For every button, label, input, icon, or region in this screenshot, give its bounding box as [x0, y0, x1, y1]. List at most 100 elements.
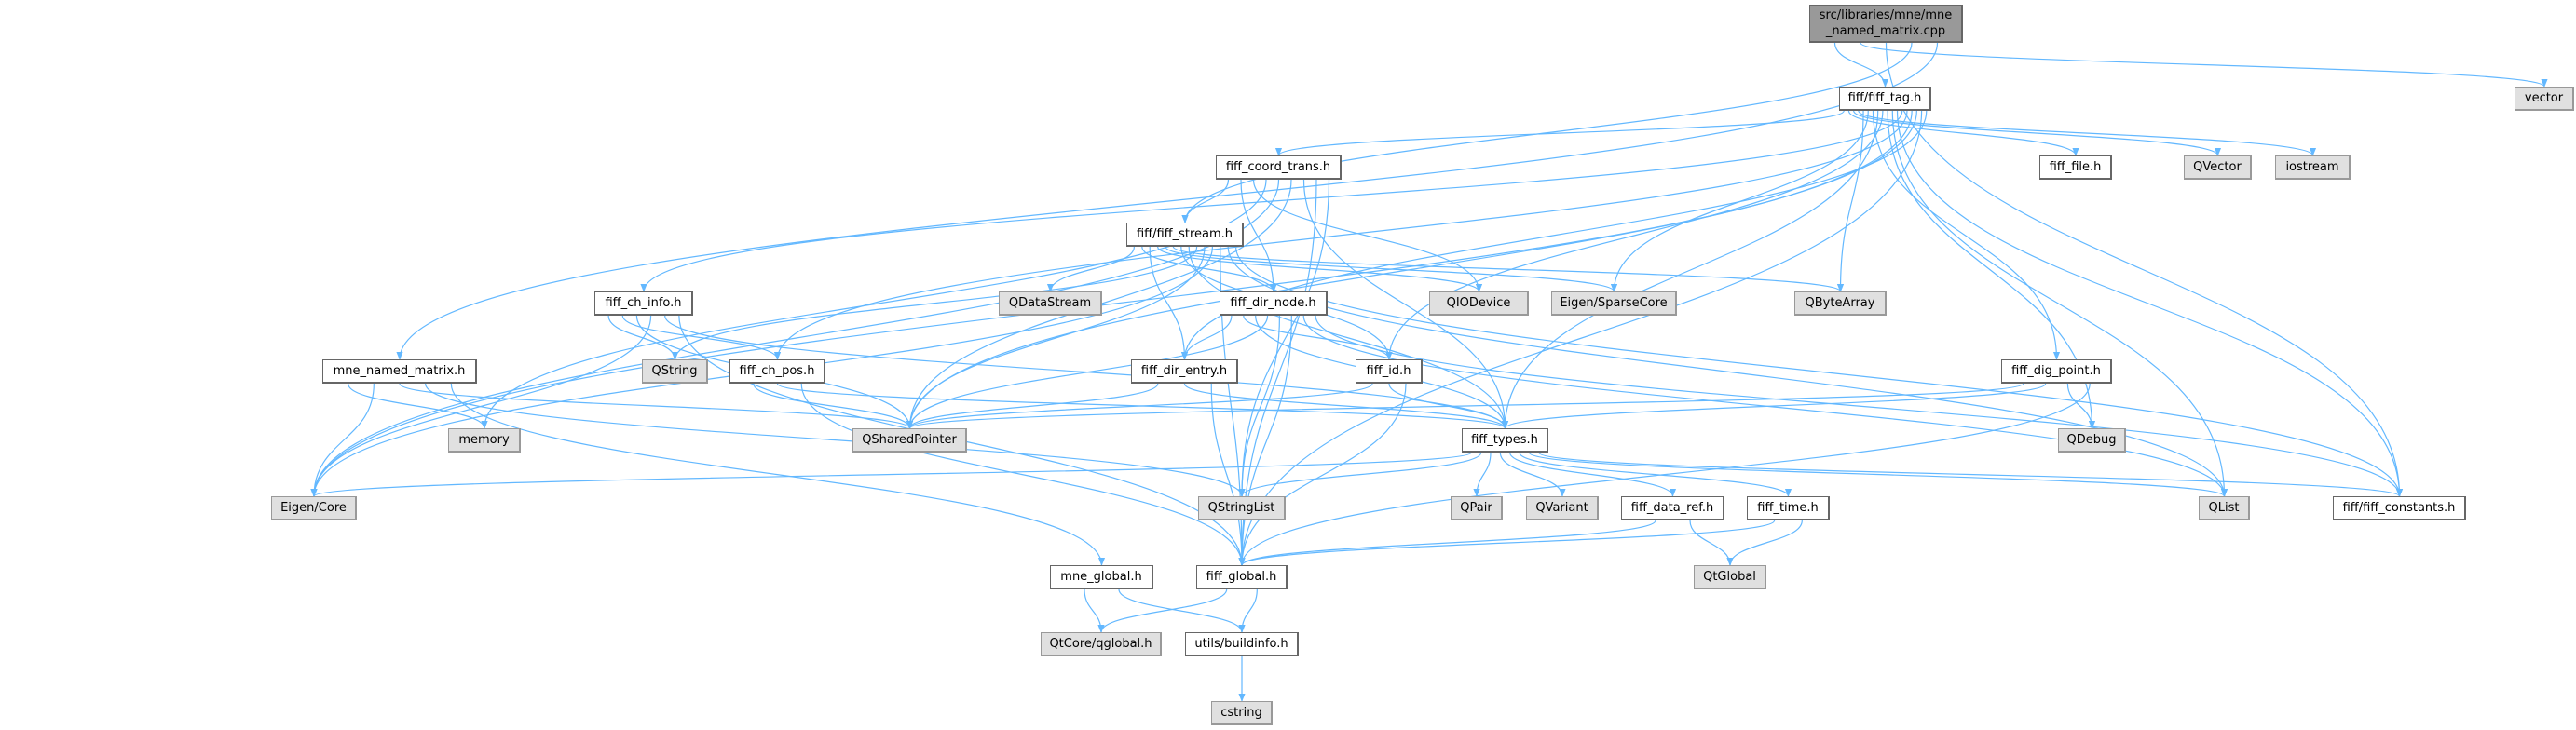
- edge-mne-named-matrix-to-eigen-core: [310, 383, 375, 497]
- edge-fiff-dig-point-to-fiff-global: [1238, 383, 2091, 566]
- edge-fiff-stream-to-qiodevice: [1157, 246, 1482, 292]
- node-label: utils/buildinfo.h: [1194, 637, 1288, 651]
- edge-fiff-ch-info-to-fiff-ch-pos: [621, 315, 782, 360]
- node-fiff-dir-entry[interactable]: fiff_dir_entry.h: [1131, 359, 1238, 384]
- edge-mne-named-matrix-to-mne-global: [450, 383, 1106, 566]
- node-cstring: cstring: [1211, 701, 1273, 725]
- node-label: _named_matrix.cpp: [1825, 24, 1946, 38]
- node-qiodevice: QIODevice: [1429, 291, 1529, 316]
- edge-root-to-vector: [1860, 42, 2548, 88]
- edge-fiff-dir-node-to-fiff-constants: [1315, 315, 2404, 497]
- edge-fiff-tag-to-qlist: [1891, 110, 2228, 497]
- node-fiff-ch-info[interactable]: fiff_ch_info.h: [594, 291, 693, 316]
- edge-fiff-data-ref-to-fiff-global: [1238, 520, 1656, 566]
- node-label: QString: [651, 364, 698, 378]
- edge-fiff-ch-info-to-qstring: [607, 315, 679, 360]
- node-mne-named-matrix[interactable]: mne_named_matrix.h: [322, 359, 477, 384]
- edge-root-to-fiff-stream: [1181, 42, 1913, 223]
- edge-fiff-types-to-qvariant: [1499, 452, 1566, 497]
- node-label: cstring: [1220, 706, 1262, 720]
- edge-fiff-ch-info-to-fiff-types: [664, 315, 1508, 429]
- edge-fiff-time-to-qtglobal: [1726, 520, 1803, 566]
- edge-fiff-tag-to-fiff-global: [1238, 110, 1923, 566]
- edge-fiff-stream-to-qbytearray: [1172, 246, 1844, 292]
- edge-fiff-dir-node-to-qstringlist: [1238, 315, 1281, 497]
- node-fiff-tag[interactable]: fiff/fiff_tag.h: [1839, 87, 1931, 111]
- node-label: fiff_id.h: [1366, 364, 1411, 378]
- node-label: fiff/fiff_constants.h: [2342, 501, 2456, 515]
- node-eigen-sparsecore: Eigen/SparseCore: [1551, 291, 1677, 316]
- edge-fiff-coord-trans-to-qiodevice: [1252, 179, 1483, 292]
- node-label: fiff_dig_point.h: [2011, 364, 2101, 378]
- node-label: fiff_global.h: [1206, 570, 1277, 584]
- edge-fiff-types-to-fiff-data-ref: [1509, 452, 1677, 497]
- node-label: fiff/fiff_stream.h: [1136, 227, 1233, 241]
- node-label: fiff_dir_node.h: [1230, 296, 1316, 310]
- node-fiff-stream[interactable]: fiff/fiff_stream.h: [1126, 223, 1244, 247]
- node-fiff-coord-trans[interactable]: fiff_coord_trans.h: [1216, 155, 1342, 180]
- edge-fiff-dir-entry-to-qsharedpointer: [906, 383, 1159, 429]
- node-fiff-dir-node[interactable]: fiff_dir_node.h: [1220, 291, 1328, 316]
- node-label: QStringList: [1207, 501, 1275, 515]
- edge-fiff-stream-to-fiff-dir-entry: [1149, 246, 1189, 360]
- edge-fiff-tag-to-fiff-file: [1847, 110, 2079, 156]
- node-label: QSharedPointer: [862, 433, 957, 447]
- node-label: fiff_ch_info.h: [605, 296, 682, 310]
- edge-fiff-tag-to-fiff-types: [1501, 110, 1879, 429]
- edge-fiff-dir-entry-to-fiff-global: [1210, 383, 1246, 566]
- node-fiff-types[interactable]: fiff_types.h: [1462, 428, 1548, 453]
- edge-fiff-data-ref-to-qtglobal: [1689, 520, 1734, 566]
- edge-fiff-tag-to-fiff-coord-trans: [1275, 110, 1845, 156]
- node-fiff-id[interactable]: fiff_id.h: [1356, 359, 1423, 384]
- node-utils-buildinfo[interactable]: utils/buildinfo.h: [1185, 632, 1299, 656]
- edge-fiff-types-to-fiff-constants: [1538, 452, 2403, 497]
- node-fiff-data-ref[interactable]: fiff_data_ref.h: [1621, 496, 1724, 520]
- node-label: fiff_coord_trans.h: [1225, 160, 1331, 174]
- edge-fiff-dir-node-to-fiff-id: [1243, 315, 1393, 360]
- node-fiff-ch-pos[interactable]: fiff_ch_pos.h: [729, 359, 825, 384]
- edge-fiff-stream-to-fiff-dir-node: [1141, 246, 1277, 292]
- node-qtcore-qglobal: QtCore/qglobal.h: [1041, 632, 1162, 656]
- edge-fiff-dir-entry-to-fiff-types: [1183, 383, 1508, 429]
- edge-fiff-tag-to-fiff-constants: [1896, 110, 2404, 497]
- edge-fiff-stream-to-fiff-types: [1188, 246, 1509, 429]
- edge-mne-global-to-utils-buildinfo: [1118, 588, 1246, 633]
- edge-fiff-tag-to-eigen-core: [310, 110, 1917, 497]
- node-fiff-time[interactable]: fiff_time.h: [1747, 496, 1830, 520]
- edge-fiff-dig-point-to-qdebug: [2066, 383, 2096, 429]
- node-mne-global[interactable]: mne_global.h: [1050, 565, 1153, 589]
- edge-fiff-time-to-fiff-global: [1238, 520, 1776, 566]
- node-qlist: QList: [2199, 496, 2250, 520]
- edge-mne-named-matrix-to-qstringlist: [425, 383, 1246, 497]
- node-label: QVector: [2193, 160, 2242, 174]
- node-vector: vector: [2515, 87, 2574, 111]
- node-label: iostream: [2285, 160, 2339, 174]
- node-label: fiff_time.h: [1757, 501, 1819, 515]
- edge-fiff-ch-pos-to-fiff-global: [800, 383, 1246, 566]
- node-label: fiff_types.h: [1471, 433, 1538, 447]
- node-qdatastream: QDataStream: [999, 291, 1102, 316]
- edge-fiff-types-to-qlist: [1528, 452, 2228, 497]
- node-label: src/libraries/mne/mne: [1819, 8, 1953, 22]
- node-label: QList: [2208, 501, 2240, 515]
- edge-root-to-fiff-tag: [1833, 42, 1889, 88]
- edge-fiff-id-to-fiff-global: [1238, 383, 1407, 566]
- edge-fiff-coord-trans-to-qstringlist: [1238, 179, 1330, 497]
- node-label: mne_global.h: [1060, 570, 1142, 584]
- edge-fiff-stream-to-qsharedpointer: [906, 246, 1206, 429]
- node-qpair: QPair: [1451, 496, 1503, 520]
- node-label: vector: [2524, 91, 2564, 105]
- node-root[interactable]: src/libraries/mne/mne _named_matrix.cpp: [1809, 5, 1963, 43]
- edge-fiff-types-to-qpair: [1473, 452, 1492, 497]
- node-fiff-file[interactable]: fiff_file.h: [2039, 155, 2112, 180]
- node-fiff-constants[interactable]: fiff/fiff_constants.h: [2333, 496, 2466, 520]
- edge-fiff-dig-point-to-qsharedpointer: [906, 383, 2024, 429]
- node-label: QDebug: [2066, 433, 2117, 447]
- edge-fiff-dir-node-to-fiff-global: [1238, 315, 1292, 566]
- edge-fiff-ch-pos-to-qsharedpointer: [753, 383, 914, 429]
- node-fiff-dig-point[interactable]: fiff_dig_point.h: [2001, 359, 2112, 384]
- edge-fiff-tag-to-qvector: [1853, 110, 2221, 156]
- edge-fiff-tag-to-qbytearray: [1836, 110, 1864, 292]
- node-fiff-global[interactable]: fiff_global.h: [1196, 565, 1288, 589]
